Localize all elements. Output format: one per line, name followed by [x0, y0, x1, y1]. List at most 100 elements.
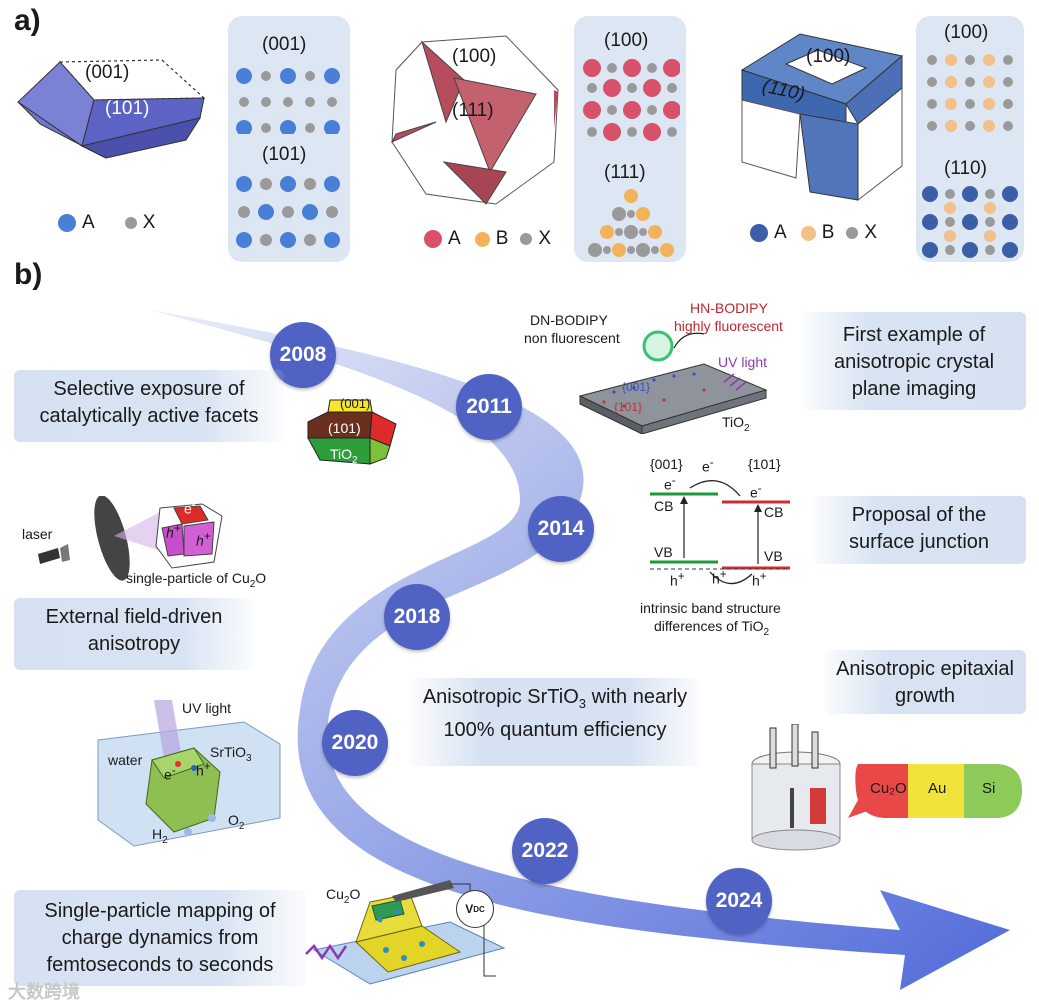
b-dot-icon — [474, 231, 490, 247]
timeline-ribbon — [150, 310, 1010, 990]
panel-a-label: a) — [14, 4, 41, 37]
tio2-text: TiO — [330, 446, 353, 462]
atom-b — [983, 120, 995, 132]
atom-x — [1003, 55, 1013, 65]
atom-a — [663, 101, 680, 119]
atom-x — [260, 234, 272, 246]
atom-x — [615, 228, 623, 236]
atom-a — [962, 214, 978, 230]
atom-x — [283, 97, 293, 107]
caption-epitaxial-growth: Anisotropic epitaxial growth — [824, 650, 1026, 714]
atom-a — [324, 68, 340, 84]
atom-b — [945, 54, 957, 66]
srtio3-e: e- — [164, 764, 176, 783]
band-h-left: h+ — [670, 570, 685, 589]
atom-x — [627, 210, 635, 218]
plane-001-label: {001} — [622, 380, 651, 394]
atom-x — [965, 77, 975, 87]
atom-x — [945, 217, 955, 227]
band-note-2: differences of TiO2 — [654, 618, 769, 638]
atom-b — [600, 225, 614, 239]
laser-h2-text: h — [196, 532, 204, 549]
atom-a — [583, 59, 601, 77]
atom-a — [603, 123, 621, 141]
atom-a — [922, 214, 938, 230]
tio2-crystal-icon — [307, 399, 397, 465]
cu2o-bottom-sub: 2 — [343, 894, 350, 906]
legend-a: A — [448, 228, 461, 249]
atom-a — [258, 204, 274, 220]
epitaxy-stack-icon — [848, 764, 1022, 818]
water-label: water — [108, 752, 143, 768]
laser-h2: h+ — [196, 530, 211, 549]
lattice-110-icon — [922, 186, 1018, 258]
atom-a — [324, 176, 340, 192]
band-note-sub: 2 — [763, 626, 770, 638]
atom-x — [305, 97, 315, 107]
atom-x — [965, 55, 975, 65]
atom-b — [944, 202, 956, 214]
epitaxy-au-label: Au — [928, 780, 947, 797]
atom-a — [1002, 214, 1018, 230]
atom-a — [643, 79, 661, 97]
atom-a — [1002, 186, 1018, 202]
legend-2: A B X — [424, 228, 551, 250]
atom-a — [236, 232, 252, 248]
atom-a — [623, 59, 641, 77]
srtio3-e-text: e — [164, 766, 172, 783]
year-2020: 2020 — [322, 710, 388, 776]
hn-bodipy-label: HN-BODIPY — [690, 300, 768, 316]
hn-bodipy-desc: highly fluorescent — [674, 318, 783, 334]
year-2022: 2022 — [512, 818, 578, 884]
vdc-sub: DC — [473, 904, 485, 914]
epitaxy-si-label: Si — [982, 780, 996, 797]
atom-b — [945, 98, 957, 110]
atom-x — [927, 55, 937, 65]
atom-b — [945, 120, 957, 132]
cu2o-bottom-label: Cu2O — [326, 886, 360, 906]
x-dot-icon — [846, 227, 859, 239]
band-h-left-text: h — [670, 572, 678, 589]
atom-x — [965, 99, 975, 109]
b-dot-icon — [800, 225, 816, 241]
band-101-label: {101} — [748, 456, 781, 472]
atom-b — [648, 225, 662, 239]
atom-x — [304, 178, 316, 190]
band-h-right-text: h — [752, 572, 760, 589]
caption-charge-dynamics: Single-particle mapping of charge dynami… — [14, 890, 306, 986]
tio2-label: TiO2 — [330, 446, 358, 466]
srtio3-name-text: SrTiO — [210, 744, 247, 760]
lattice-box-2: (100) (111) — [574, 16, 686, 262]
atom-x — [927, 77, 937, 87]
lattice2-label-bottom: (111) — [604, 162, 646, 183]
band-h-mid: h+ — [712, 568, 727, 587]
band-h-right: h+ — [752, 570, 767, 589]
atom-x — [667, 83, 677, 93]
atom-x — [305, 123, 315, 133]
caption-plane-imaging: First example of anisotropic crystal pla… — [802, 312, 1026, 410]
band-e-right-text: e — [750, 484, 758, 501]
lattice-101-icon — [236, 176, 340, 248]
atom-b — [945, 76, 957, 88]
legend-a: A — [774, 222, 787, 243]
legend-x: X — [142, 212, 156, 233]
atom-x — [627, 246, 635, 254]
atom-x — [927, 99, 937, 109]
band-e-top: e- — [702, 456, 714, 475]
lattice-box-1: (001) (101) — [228, 16, 350, 262]
atom-x — [587, 83, 597, 93]
tio2-imaging-text: TiO — [722, 414, 745, 430]
cu2o-particle-sub: 2 — [249, 578, 256, 590]
cubic-crystal-icon — [740, 33, 904, 202]
atom-b — [612, 207, 626, 221]
atom-x — [627, 83, 637, 93]
laser-h1-text: h — [166, 524, 174, 541]
lattice2-label-top: (100) — [604, 30, 649, 51]
atom-x — [261, 71, 271, 81]
caption-srtio3: Anisotropic SrTiO3 with nearly 100% quan… — [410, 678, 700, 766]
h2-label: H2 — [152, 826, 168, 846]
caption-srtio3-sub: 3 — [578, 696, 587, 711]
laser-setup-icon — [38, 496, 223, 581]
year-2011: 2011 — [456, 374, 522, 440]
lattice-100-icon — [583, 59, 680, 141]
